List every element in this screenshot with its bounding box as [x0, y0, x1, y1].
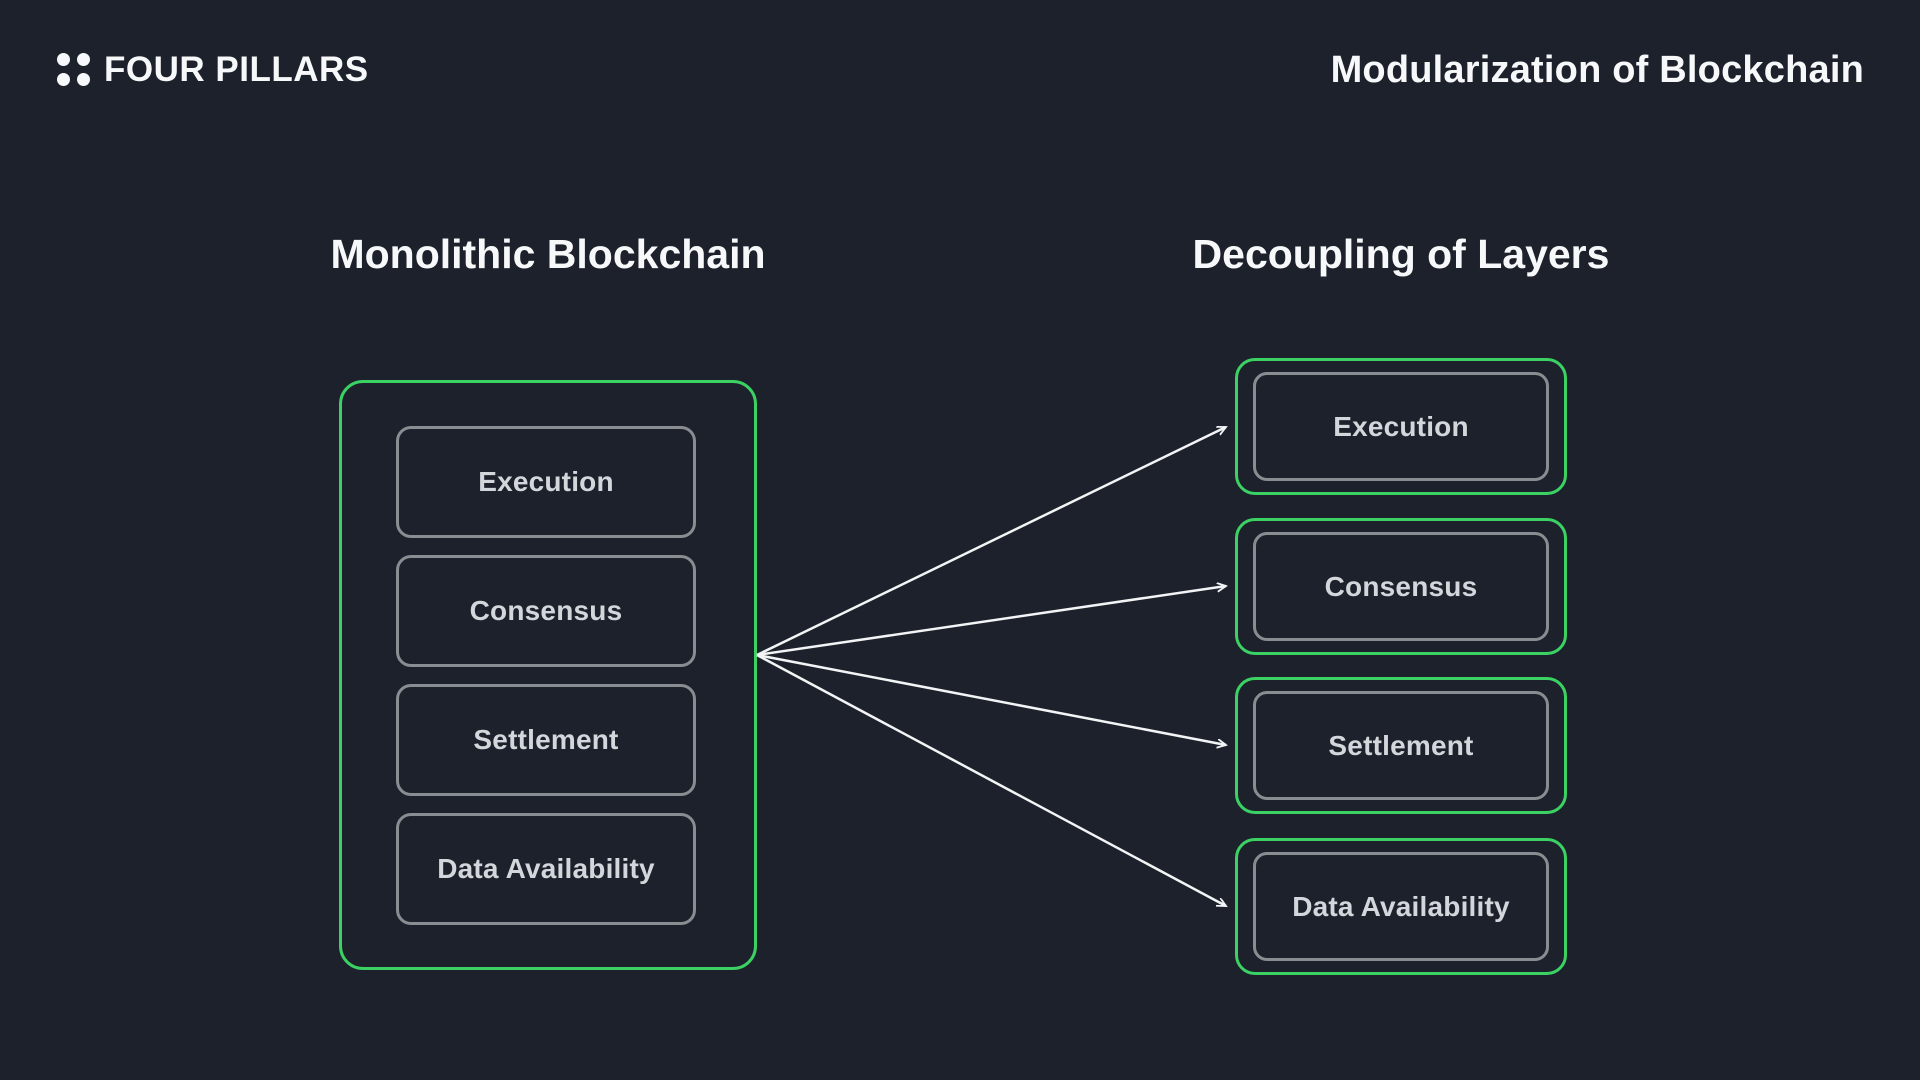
- mono-layer-settlement: Settlement: [396, 684, 696, 796]
- arrow-to-consensus: [756, 586, 1226, 657]
- decoupled-layer-inner: Consensus: [1253, 532, 1549, 641]
- decoupled-layer-label: Consensus: [1324, 570, 1478, 602]
- decoupled-layer-inner: Settlement: [1253, 691, 1549, 800]
- monolithic-container: Execution Consensus Settlement Data Avai…: [339, 380, 757, 970]
- four-pillars-logo: FOUR PILLARS: [57, 52, 369, 87]
- decoupled-layer-label: Execution: [1333, 410, 1469, 442]
- heading-decoupling-of-layers: Decoupling of Layers: [1192, 231, 1610, 277]
- decoupled-layer-inner: Data Availability: [1253, 852, 1549, 961]
- four-dots-icon: [57, 53, 90, 86]
- mono-layer-label: Consensus: [469, 595, 623, 626]
- heading-monolithic-blockchain: Monolithic Blockchain: [330, 231, 766, 277]
- arrow-to-data-availability: [756, 653, 1226, 908]
- decoupled-layer-consensus: Consensus: [1235, 518, 1567, 655]
- mono-layer-consensus: Consensus: [396, 555, 696, 667]
- page-title: Modularization of Blockchain: [1330, 49, 1864, 91]
- decoupled-layer-execution: Execution: [1235, 358, 1567, 495]
- mono-layer-label: Data Availability: [437, 853, 655, 884]
- arrow-to-execution: [756, 425, 1226, 657]
- decoupled-layer-data-availability: Data Availability: [1235, 838, 1567, 975]
- mono-layer-label: Settlement: [473, 724, 619, 755]
- mono-layer-label: Execution: [478, 466, 614, 497]
- decoupled-layer-settlement: Settlement: [1235, 677, 1567, 814]
- mono-layer-execution: Execution: [396, 426, 696, 538]
- logo-text: FOUR PILLARS: [104, 50, 369, 89]
- decoupled-layer-inner: Execution: [1253, 372, 1549, 481]
- arrow-to-settlement: [756, 653, 1226, 745]
- decoupled-layer-label: Settlement: [1328, 729, 1474, 761]
- decoupled-layer-label: Data Availability: [1292, 890, 1510, 922]
- mono-layer-data-availability: Data Availability: [396, 813, 696, 925]
